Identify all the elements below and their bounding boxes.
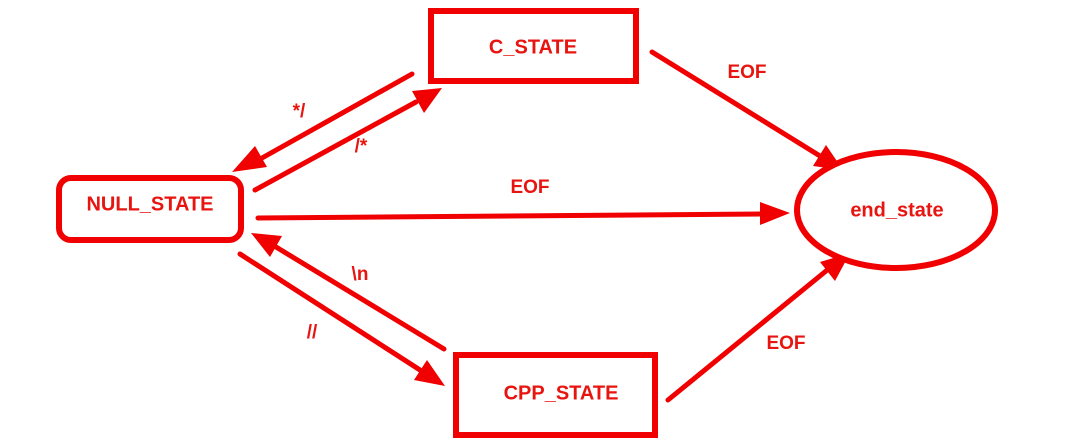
edge-null-to-c <box>252 99 419 193</box>
edge-label-null-to-end: EOF <box>510 177 549 198</box>
edge-label-cpp-to-null: \n <box>352 264 369 285</box>
edge-cpp-to-null-arrowhead <box>251 233 282 257</box>
edge-null-to-cpp <box>237 251 423 373</box>
edges <box>232 49 850 403</box>
edge-labels: */ /* EOF EOF \n // EOF <box>293 62 806 354</box>
edge-label-c-to-end: EOF <box>727 62 766 83</box>
null-state-label: NULL_STATE <box>86 193 213 215</box>
c-state-node <box>428 8 639 84</box>
null-state-node <box>56 175 244 243</box>
edge-c-to-null-arrowhead <box>232 146 267 172</box>
edge-label-null-to-c: /* <box>355 136 368 157</box>
edge-cpp-to-end <box>665 268 829 403</box>
edge-label-null-to-cpp: // <box>307 322 318 343</box>
edge-null-to-end-arrowhead <box>760 202 790 225</box>
edge-label-cpp-to-end: EOF <box>766 333 805 354</box>
edge-c-to-end <box>649 49 823 159</box>
edge-label-c-to-null: */ <box>293 101 306 122</box>
cpp-state-node <box>453 352 658 438</box>
nodes: NULL_STATE C_STATE CPP_STATE end_state <box>56 8 998 438</box>
cpp-state-label: CPP_STATE <box>504 382 619 404</box>
edge-c-to-null <box>259 71 415 161</box>
c-state-label: C_STATE <box>489 36 577 58</box>
edge-null-to-c-arrowhead <box>412 88 442 113</box>
end-state-node <box>794 149 998 271</box>
edge-null-to-end <box>255 211 765 221</box>
edge-cpp-to-null <box>273 244 447 352</box>
edge-null-to-cpp-arrowhead <box>414 360 445 386</box>
end-state-label: end_state <box>850 199 943 221</box>
